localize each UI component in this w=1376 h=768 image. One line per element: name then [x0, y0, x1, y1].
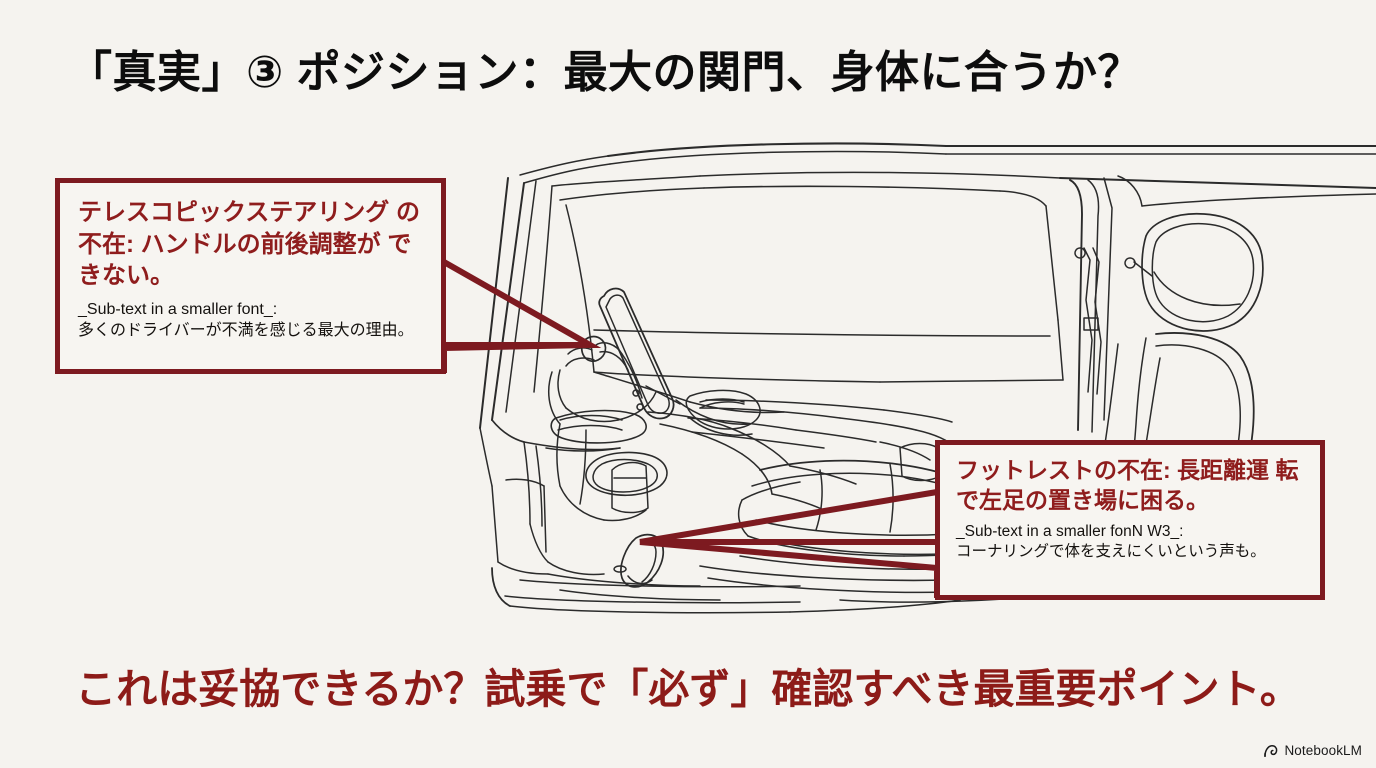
notebooklm-icon	[1263, 744, 1278, 758]
callout-footrest: フットレストの不在: 長距離運 転で左足の置き場に困る。 _Sub-text i…	[935, 440, 1325, 600]
pointer-right-lower	[639, 539, 940, 598]
pointer-left-lower	[441, 342, 591, 373]
callout-left-subtext: _Sub-text in a smaller font_: 多くのドライバーが不…	[78, 301, 414, 340]
notebooklm-watermark: NotebookLM	[1263, 743, 1362, 758]
callout-right-subtext: _Sub-text in a smaller fonN W3_: コーナリングで…	[956, 522, 1266, 561]
notebooklm-label: NotebookLM	[1284, 743, 1362, 758]
page-title: 「真実」③ ポジション：最大の関門、身体に合うか？	[68, 48, 1142, 97]
callout-left-heading: テレスコピックステアリング の不在: ハンドルの前後調整が できない。	[78, 199, 420, 290]
callout-telescopic-steering: テレスコピックステアリング の不在: ハンドルの前後調整が できない。 _Sub…	[55, 178, 446, 374]
bottom-caption: これは妥協できるか？試乗で「必ず」確認すべき最重要ポイント。	[75, 666, 1301, 712]
pointer-right-upper	[639, 489, 938, 545]
callout-right-heading: フットレストの不在: 長距離運 転で左足の置き場に困る。	[956, 457, 1299, 514]
pointer-left-upper	[442, 259, 602, 348]
